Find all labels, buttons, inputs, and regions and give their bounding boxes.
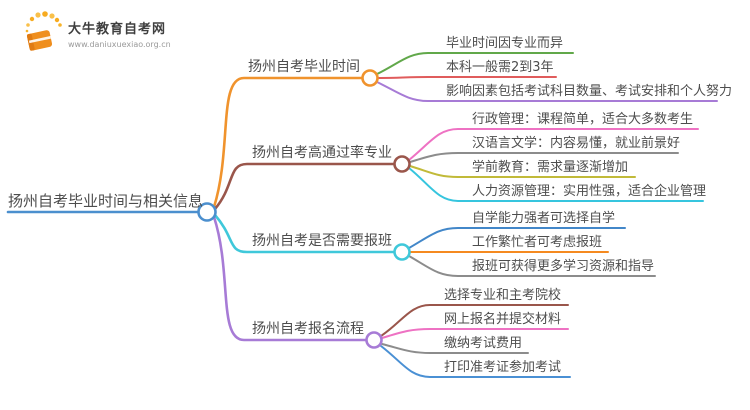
connector-branch-2 bbox=[213, 213, 396, 254]
child-node: 网上报名并提交材料 bbox=[444, 312, 562, 327]
child-node: 缴纳考试费用 bbox=[444, 336, 523, 351]
branch-graduation-time: 扬州自考毕业时间 bbox=[248, 59, 360, 75]
root-node: 扬州自考毕业时间与相关信息 bbox=[8, 192, 204, 210]
book-icon bbox=[25, 11, 62, 51]
root-circle bbox=[197, 202, 217, 222]
connector-child-3-3 bbox=[380, 345, 571, 378]
connector-child-1-1 bbox=[409, 152, 679, 163]
connector-child-2-2 bbox=[408, 255, 656, 277]
child-node: 打印准考证参加考试 bbox=[444, 360, 562, 375]
logo-title: 大牛教育自考网 bbox=[68, 22, 167, 37]
branch-registration-process: 扬州自考报名流程 bbox=[252, 321, 364, 337]
connector-branch-3 bbox=[212, 215, 368, 342]
connector-child-1-2 bbox=[409, 165, 636, 178]
branch-circle-3 bbox=[365, 331, 383, 349]
connector-child-3-2 bbox=[381, 343, 529, 354]
child-node: 本科一般需2到3年 bbox=[446, 60, 554, 75]
child-node: 学前教育：需求量逐渐增加 bbox=[472, 160, 629, 175]
branch-circle-1 bbox=[393, 155, 411, 173]
child-node: 工作繁忙者可考虑报班 bbox=[472, 235, 603, 250]
connector-child-0-2 bbox=[376, 81, 718, 102]
child-node: 影响因素包括考试科目数量、考试安排和个人努力 bbox=[446, 84, 733, 99]
logo-sun-dots bbox=[25, 11, 62, 33]
child-node: 报班可获得更多学习资源和指导 bbox=[472, 259, 655, 274]
child-node: 自学能力强者可选择自学 bbox=[472, 211, 616, 226]
child-node: 选择专业和主考院校 bbox=[444, 288, 562, 303]
connector-child-2-0 bbox=[408, 227, 626, 249]
connector-child-1-3 bbox=[408, 167, 704, 202]
child-node: 行政管理：课程简单，适合大多数考生 bbox=[472, 112, 694, 127]
site-logo[interactable]: 大牛教育自考网 www.daniuxuexiao.org.cn bbox=[24, 10, 171, 52]
connector-branch-1 bbox=[213, 162, 396, 211]
connector-child-3-1 bbox=[381, 328, 569, 339]
connector-branch-0 bbox=[212, 76, 364, 209]
child-node: 汉语言文学：内容易懂，就业前景好 bbox=[472, 136, 681, 151]
connector-child-0-0 bbox=[376, 52, 574, 75]
connector-child-3-0 bbox=[380, 304, 569, 337]
logo-url: www.daniuxuexiao.org.cn bbox=[68, 40, 171, 49]
branch-circle-0 bbox=[361, 69, 379, 87]
child-node: 毕业时间因专业而异 bbox=[446, 36, 564, 51]
branch-high-pass-rate-majors: 扬州自考高通过率专业 bbox=[252, 145, 392, 161]
child-node: 人力资源管理：实用性强，适合企业管理 bbox=[472, 184, 707, 199]
branch-need-training-class: 扬州自考是否需要报班 bbox=[252, 233, 392, 249]
branch-circle-2 bbox=[393, 243, 411, 261]
logo-book-shape bbox=[26, 30, 53, 51]
connector-child-1-0 bbox=[408, 128, 699, 161]
connector-child-0-1 bbox=[377, 76, 557, 79]
